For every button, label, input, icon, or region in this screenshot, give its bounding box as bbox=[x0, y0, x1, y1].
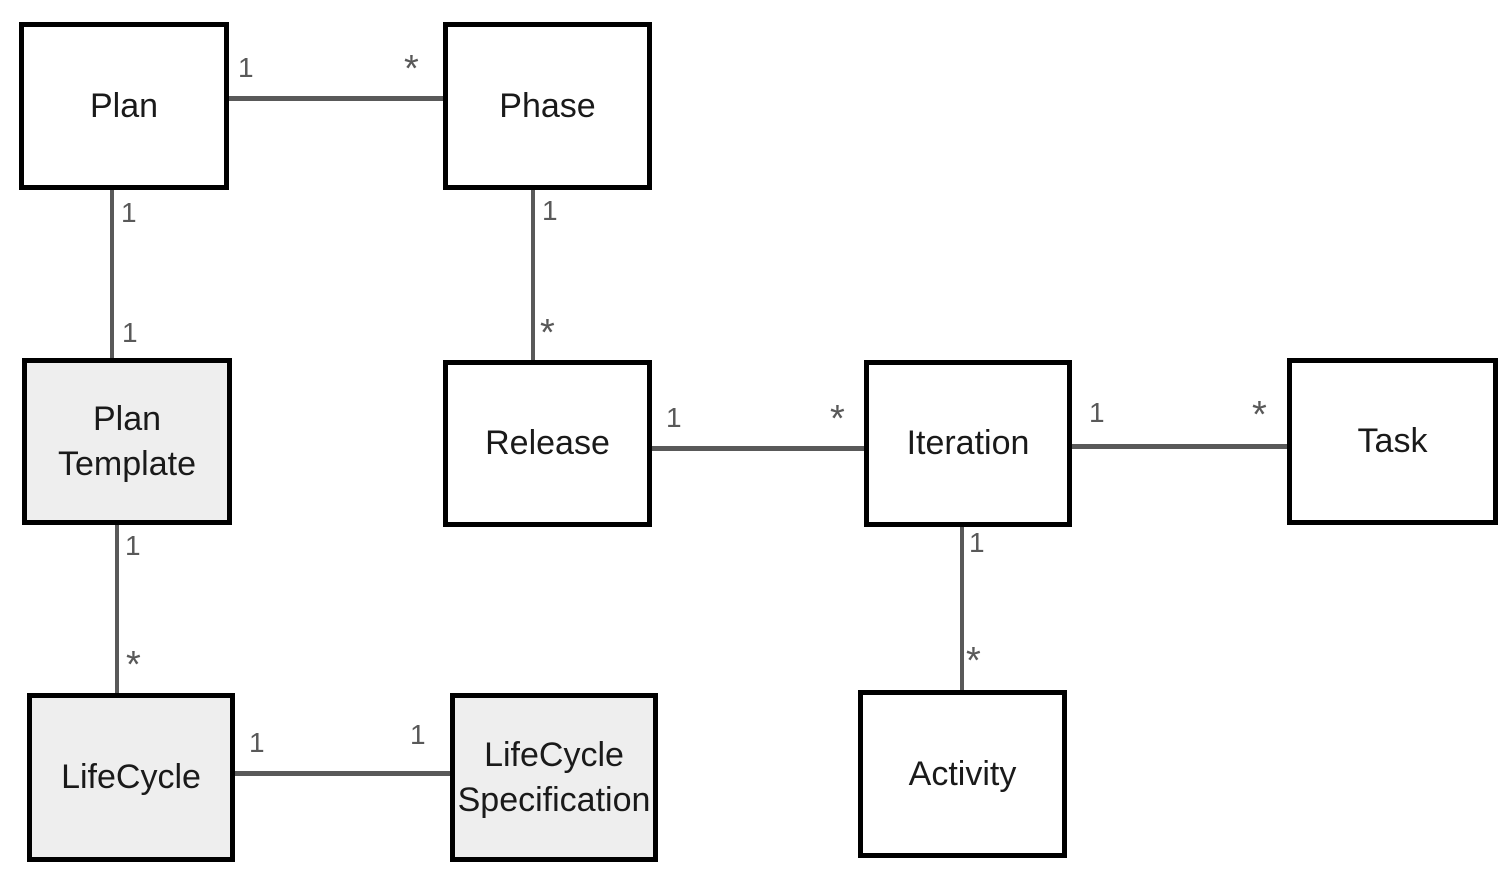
node-label-release: Release bbox=[485, 421, 610, 466]
node-label-line: Phase bbox=[499, 86, 596, 125]
edge-plan-plan-template bbox=[110, 190, 114, 358]
multiplicity-label-phase-release-1: * bbox=[540, 312, 555, 354]
multiplicity-label-iteration-task-1: * bbox=[1252, 394, 1267, 436]
multiplicity-label-plan-phase-1: * bbox=[404, 48, 419, 90]
multiplicity-label-plan-phase-0: 1 bbox=[238, 52, 254, 83]
node-label-line: Plan bbox=[89, 86, 159, 125]
node-label-line: Plan bbox=[92, 399, 162, 438]
node-label-line: Specification bbox=[457, 780, 651, 819]
multiplicity-label-plan-plan-template-0: 1 bbox=[121, 197, 137, 228]
node-plan[interactable]: Plan bbox=[19, 22, 229, 190]
multiplicity-label-lifecycle-lifecycle-specification-0: 1 bbox=[249, 727, 265, 758]
node-label-iteration: Iteration bbox=[907, 421, 1030, 466]
multiplicity-label-phase-release-0: 1 bbox=[542, 195, 558, 226]
node-lifecycle[interactable]: LifeCycle bbox=[27, 693, 235, 862]
edge-lifecycle-lifecycle-specification bbox=[235, 771, 450, 776]
node-release[interactable]: Release bbox=[443, 360, 652, 527]
multiplicity-label-iteration-activity-1: * bbox=[966, 640, 981, 682]
edge-iteration-task bbox=[1072, 444, 1287, 449]
node-label-task: Task bbox=[1358, 419, 1428, 464]
node-iteration[interactable]: Iteration bbox=[864, 360, 1072, 527]
node-task[interactable]: Task bbox=[1287, 358, 1498, 525]
node-label-line: Activity bbox=[908, 754, 1017, 793]
node-label-line: LifeCycle bbox=[61, 758, 201, 797]
multiplicity-label-release-iteration-1: * bbox=[830, 398, 845, 440]
multiplicity-label-iteration-activity-0: 1 bbox=[969, 527, 985, 558]
node-label-phase: Phase bbox=[499, 84, 595, 129]
edge-plan-phase bbox=[229, 96, 443, 101]
multiplicity-label-plan-template-lifecycle-0: 1 bbox=[125, 530, 141, 561]
node-phase[interactable]: Phase bbox=[443, 22, 652, 190]
node-label-line: Template bbox=[58, 444, 196, 483]
node-activity[interactable]: Activity bbox=[858, 690, 1067, 858]
edge-plan-template-lifecycle bbox=[115, 525, 119, 693]
node-label-plan: Plan bbox=[90, 84, 158, 129]
multiplicity-label-release-iteration-0: 1 bbox=[666, 402, 682, 433]
node-label-line: Task bbox=[1357, 422, 1428, 461]
edge-phase-release bbox=[531, 190, 535, 360]
node-label-lifecycle: LifeCycle bbox=[61, 755, 201, 800]
node-label-line: Iteration bbox=[906, 424, 1030, 463]
multiplicity-label-plan-plan-template-1: 1 bbox=[122, 317, 138, 348]
node-label-activity: Activity bbox=[909, 752, 1017, 797]
edge-iteration-activity bbox=[960, 527, 964, 690]
node-label-line: Release bbox=[485, 424, 610, 463]
node-label-line: LifeCycle bbox=[484, 735, 624, 774]
multiplicity-label-plan-template-lifecycle-1: * bbox=[126, 644, 141, 686]
edge-release-iteration bbox=[652, 446, 864, 451]
multiplicity-label-lifecycle-lifecycle-specification-1: 1 bbox=[410, 719, 426, 750]
multiplicity-label-iteration-task-0: 1 bbox=[1089, 397, 1105, 428]
